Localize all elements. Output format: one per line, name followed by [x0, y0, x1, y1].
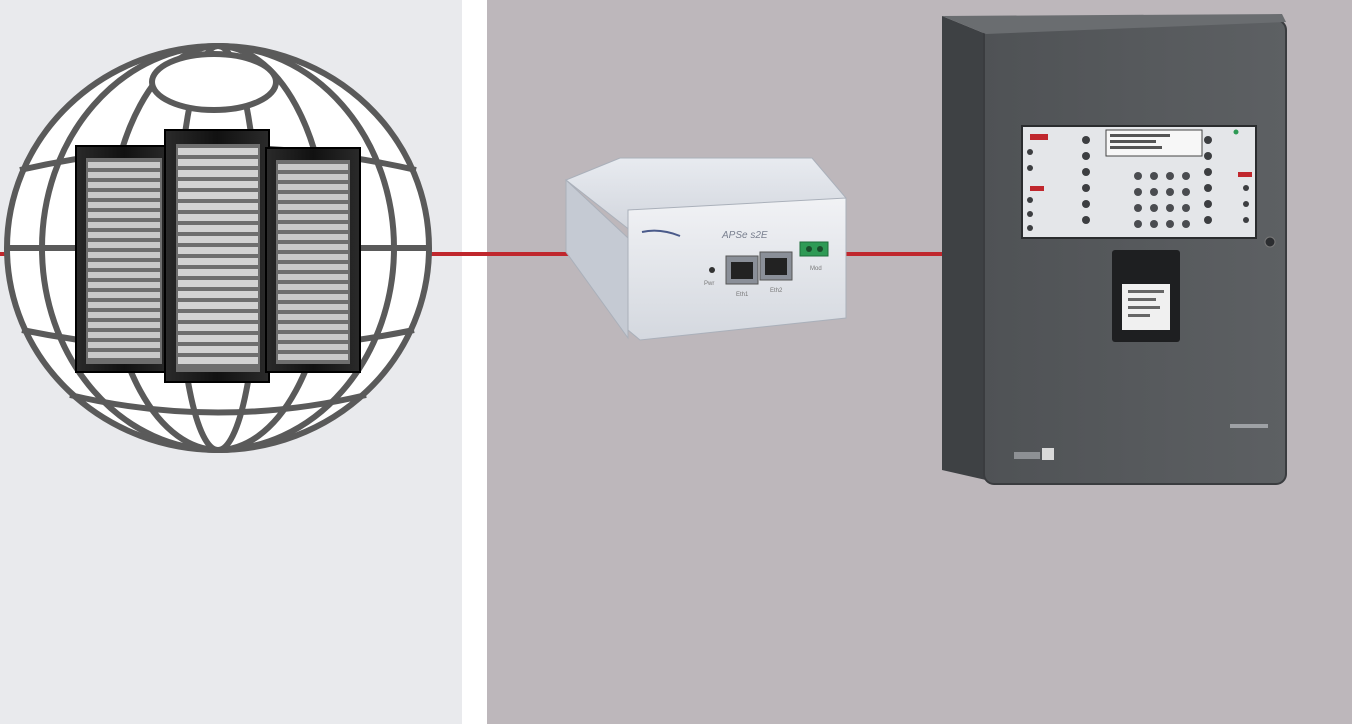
operator-display-panel	[1021, 125, 1257, 239]
gateway-power-label: Pwr	[704, 281, 714, 287]
gateway-port2-label: Eth2	[770, 288, 783, 294]
interface-box-icon: APSe s2E Pwr Eth1 Eth2 Mod	[565, 157, 847, 341]
gateway-port1-label: Eth1	[736, 292, 749, 298]
gateway-model-label: APSe s2E	[721, 230, 768, 241]
server-rack-left-icon	[75, 145, 173, 373]
ethernet-port-1	[725, 255, 759, 285]
server-rack-center-icon	[164, 129, 270, 383]
power-terminal-icon	[799, 241, 829, 257]
keypad	[1134, 172, 1190, 228]
ethernet-port-2	[759, 251, 793, 281]
control-panel-icon	[942, 14, 1287, 485]
printer-slot-icon	[1112, 250, 1180, 342]
globe-servers-icon	[4, 43, 432, 453]
server-rack-right-icon	[265, 147, 361, 373]
brand-logo-icon	[1014, 424, 1268, 460]
gateway-status-label: Mod	[810, 266, 822, 272]
